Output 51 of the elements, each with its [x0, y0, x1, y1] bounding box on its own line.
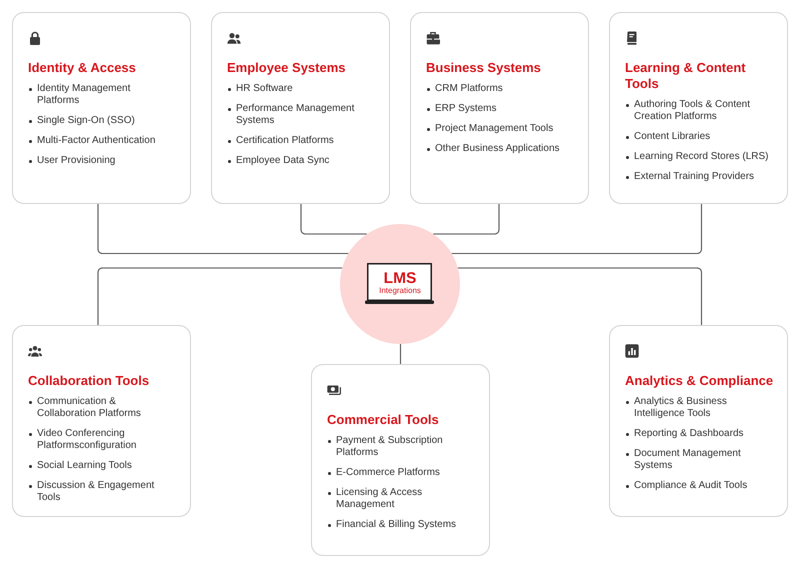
- bullet-item: Compliance & Audit Tools: [625, 480, 748, 492]
- bullet-item: Other Business Applications: [426, 143, 560, 155]
- category-card: [609, 325, 788, 517]
- bullet-item: Multi-Factor Authentication: [28, 135, 156, 147]
- bullet-item: Communication & Collaboration Platforms: [28, 396, 174, 420]
- category-card: [12, 325, 191, 517]
- connector-line: [452, 204, 702, 254]
- bullet-item: Licensing & Access Management: [327, 487, 472, 511]
- bullet-item: Employee Data Sync: [227, 155, 330, 167]
- card-title: Analytics & Compliance: [625, 373, 774, 389]
- bullet-item: Document Management Systems: [625, 448, 770, 472]
- card-title: Identity & Access: [28, 60, 136, 76]
- bullet-item: Identity Management Platforms: [28, 83, 174, 107]
- bullet-item: Content Libraries: [625, 131, 710, 143]
- connector-line: [458, 267, 702, 325]
- connector-line: [97, 267, 342, 325]
- bullet-item: Analytics & Business Intelligence Tools: [625, 396, 770, 420]
- bullet-item: Single Sign-On (SSO): [28, 115, 135, 127]
- bullet-item: CRM Platforms: [426, 83, 503, 95]
- bullet-item: E-Commerce Platforms: [327, 467, 440, 479]
- card-title: Learning & Content Tools: [625, 60, 747, 92]
- bullet-item: Social Learning Tools: [28, 460, 132, 472]
- card-title: Employee Systems: [227, 60, 346, 76]
- bullet-item: Payment & Subscription Platforms: [327, 435, 472, 459]
- category-card: [12, 12, 191, 204]
- connector-line: [433, 204, 500, 235]
- bullet-item: ERP Systems: [426, 103, 496, 115]
- category-card: [609, 12, 788, 204]
- card-title: Business Systems: [426, 60, 541, 76]
- bullet-item: User Provisioning: [28, 155, 116, 167]
- card-title: Commercial Tools: [327, 412, 439, 428]
- bullet-item: Project Management Tools: [426, 123, 554, 135]
- connector-line: [300, 204, 367, 235]
- bullet-item: Performance Management Systems: [227, 103, 372, 127]
- bullet-item: Reporting & Dashboards: [625, 428, 744, 440]
- card-title: Collaboration Tools: [28, 373, 150, 389]
- connector-line: [97, 204, 348, 254]
- hub-title: LMS: [384, 270, 416, 286]
- bullet-item: Learning Record Stores (LRS): [625, 151, 769, 163]
- bullet-item: HR Software: [227, 83, 293, 95]
- connector-line: [400, 344, 402, 364]
- bullet-item: Discussion & Engagement Tools: [28, 480, 174, 504]
- bullet-item: Authoring Tools & Content Creation Platforms: [625, 99, 770, 123]
- category-card: [311, 364, 490, 556]
- bullet-item: Financial & Billing Systems: [327, 519, 456, 531]
- category-card: [410, 12, 589, 204]
- bullet-item: External Training Providers: [625, 171, 754, 183]
- hub-subtitle: Integrations: [379, 286, 421, 294]
- bullet-item: Certification Platforms: [227, 135, 334, 147]
- bullet-item: Video Conferencing Platformsconfiguration: [28, 428, 174, 452]
- category-card: [211, 12, 390, 204]
